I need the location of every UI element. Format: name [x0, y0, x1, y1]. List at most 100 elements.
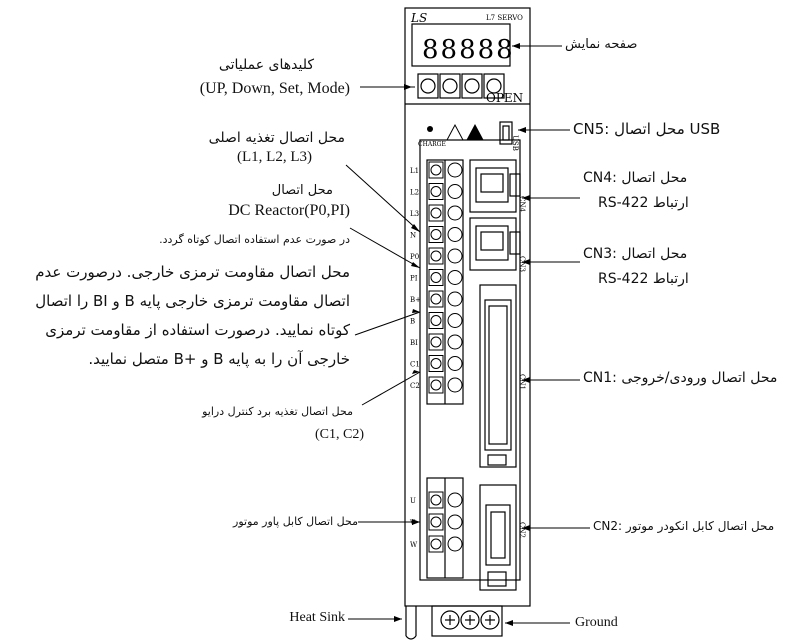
heat-sink-label: Heat Sink [289, 610, 345, 625]
control-power-label: محل اتصال تغذیه برد کنترل درایو [202, 405, 353, 418]
main-terminal [428, 333, 444, 351]
cn2-port [479, 484, 517, 591]
dc-reactor-title: محل اتصال [271, 183, 333, 198]
main-socket [447, 334, 463, 350]
dc-reactor-note: در صورت عدم استفاده اتصال کوتاه گردد. [159, 233, 350, 246]
cn3-port-label: CN3 [518, 256, 526, 272]
motor-terminal [428, 513, 444, 531]
main-terminal [428, 226, 444, 243]
main-terminal-label: L2 [410, 189, 419, 197]
main-terminal-label: PI [410, 275, 418, 283]
ground-label: Ground [575, 615, 618, 630]
main-socket [447, 313, 463, 328]
motor-terminal-label: W [410, 541, 418, 549]
main-socket [447, 162, 463, 178]
motor-socket [447, 514, 463, 530]
main-socket [447, 291, 463, 307]
main-socket [447, 248, 463, 264]
ground-screw-3 [480, 610, 500, 630]
main-terminal-label: C1 [410, 361, 420, 369]
main-socket [447, 377, 463, 393]
cn3-label-1: CN3: محل اتصال [583, 246, 688, 262]
motor-screw [430, 516, 442, 528]
main-screw [430, 336, 442, 348]
cn1-port-label: CN1 [518, 374, 526, 390]
motor-socket [447, 492, 463, 508]
main-terminal-label: P0 [410, 253, 419, 261]
main-terminal [428, 312, 444, 329]
motor-terminal-label: U [410, 497, 416, 505]
cn2-port-label: CN2 [518, 522, 526, 538]
main-terminal [428, 376, 444, 394]
cn4-label-1: CN4: محل اتصال [583, 170, 688, 186]
open-label: OPEN [486, 91, 523, 105]
display-digits: 88888 [422, 35, 515, 65]
main-terminal-label: B [410, 318, 415, 326]
main-screw [430, 229, 442, 240]
op-keys-list: (UP, Down, Set, Mode) [199, 80, 350, 97]
brake-resistor-text: محل اتصال مقاومت ترمزی خارجی. درصورت عدم… [12, 258, 350, 374]
main-terminal-label: L3 [410, 210, 419, 218]
brake-line-1: محل اتصال مقاومت ترمزی خارجی. درصورت عدم [35, 263, 350, 281]
display-page-label: صفحه نمایش [565, 37, 638, 52]
leader-dc-reactor [349, 227, 421, 269]
leader-brake [354, 311, 421, 336]
charge-label: CHARGE [418, 141, 446, 148]
main-terminal-label: N [410, 232, 416, 240]
main-screw [430, 207, 442, 219]
op-keys-label: کلیدهای عملیاتی [218, 57, 314, 73]
main-terminal [428, 355, 444, 372]
main-screw [430, 315, 442, 326]
main-power-pins: (L1, L2, L3) [237, 149, 312, 165]
keypad [417, 73, 505, 99]
leader-main-power [345, 164, 421, 233]
main-power-label: محل اتصال تغذیه اصلی [208, 130, 345, 146]
main-screw [430, 250, 442, 262]
brake-line-2: اتصال مقاومت ترمزی خارجی پایه B و BI را … [35, 292, 350, 310]
main-screw [430, 186, 442, 197]
motor-terminal [428, 535, 444, 553]
main-socket [447, 270, 463, 285]
cn3-port [469, 217, 517, 271]
control-power-pins: (C1, C2) [315, 427, 364, 442]
cn3-label-2: ارتباط RS-422 [598, 271, 689, 287]
motor-power-label: محل اتصال کابل پاور موتور [233, 515, 358, 528]
motor-screw [430, 538, 442, 550]
cn4-port-label: CN4 [518, 196, 526, 212]
caution-icon [466, 123, 484, 141]
main-terminal-label: C2 [410, 382, 420, 390]
main-screw [430, 293, 442, 305]
motor-socket [447, 536, 463, 552]
cn5-label: CN5: محل اتصال USB [573, 120, 721, 138]
usb-port [499, 121, 513, 145]
leader-control-power [361, 371, 421, 406]
main-socket [447, 227, 463, 242]
main-terminal-label: B+ [410, 296, 421, 304]
main-terminal [428, 290, 444, 308]
main-terminal [428, 161, 444, 179]
main-screw [430, 358, 442, 369]
motor-terminal [428, 491, 444, 509]
main-terminal [428, 269, 444, 286]
cn1-label: CN1: محل اتصال ورودی/خروجی [583, 370, 778, 386]
main-terminal-label: L1 [410, 167, 419, 175]
brand-logo: LS [410, 11, 427, 25]
cn4-label-2: ارتباط RS-422 [598, 195, 689, 211]
brake-line-3: کوتاه نمایید. درصورت استفاده از مقاومت ت… [45, 321, 350, 339]
main-terminal [428, 183, 444, 200]
series-text: L7 SERVO [486, 14, 523, 22]
dc-reactor-label: DC Reactor(P0,PI) [228, 202, 350, 219]
main-socket [447, 205, 463, 221]
main-socket [447, 356, 463, 371]
warning-icon [446, 123, 464, 141]
display-window [411, 23, 511, 67]
ground-screw-1 [440, 610, 460, 630]
cn4-port [469, 159, 517, 213]
main-screw [430, 272, 442, 283]
motor-screw [430, 494, 442, 506]
charge-lamp [427, 126, 433, 132]
main-terminal [428, 247, 444, 265]
main-screw [430, 379, 442, 391]
